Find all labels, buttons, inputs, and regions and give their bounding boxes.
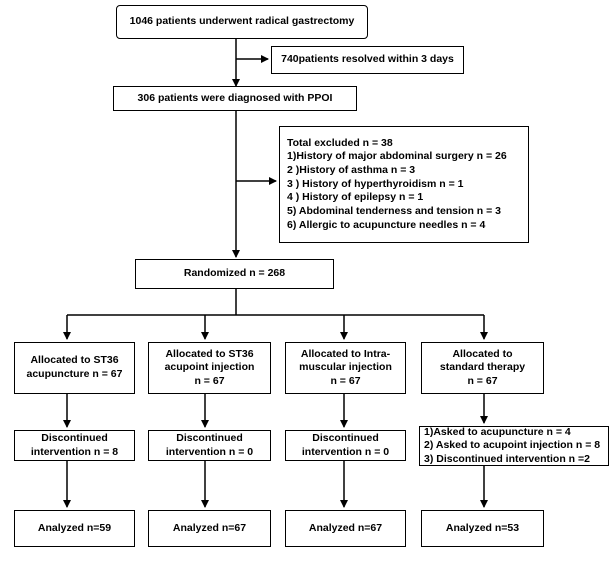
box-discontinued-arm1: Discontinued intervention n = 8 <box>14 430 135 461</box>
box-total-patients: 1046 patients underwent radical gastrect… <box>116 5 368 39</box>
total-patients-text: 1046 patients underwent radical gastrect… <box>129 15 355 28</box>
box-ppoi: 306 patients were diagnosed with PPOI <box>113 86 357 111</box>
allocated-line: Allocated to ST36 <box>30 354 119 367</box>
analyzed-text: Analyzed n=67 <box>308 521 383 534</box>
discontinued-line: Discontinued <box>176 431 243 444</box>
excluded-reason: 1)History of major abdominal surgery n =… <box>287 150 507 163</box>
randomized-text: Randomized n = 268 <box>183 267 286 280</box>
box-excluded: Total excluded n = 38 1)History of major… <box>279 126 529 243</box>
allocated-line: standard therapy <box>439 361 526 374</box>
excluded-reason: 4 ) History of epilepsy n = 1 <box>287 191 424 204</box>
analyzed-text: Analyzed n=59 <box>37 521 112 534</box>
box-analyzed-arm4: Analyzed n=53 <box>421 510 544 547</box>
allocated-line: n = 67 <box>194 374 225 387</box>
box-discontinued-arm4: 1)Asked to acupuncture n = 4 2) Asked to… <box>419 426 609 466</box>
resolved-text: 740patients resolved within 3 days <box>281 53 454 66</box>
allocated-line: muscular injection <box>299 361 392 374</box>
excluded-reason: 3 ) History of hyperthyroidism n = 1 <box>287 177 464 190</box>
discontinued-line: Discontinued <box>41 431 108 444</box>
analyzed-text: Analyzed n=53 <box>445 521 520 534</box>
allocated-line: Allocated to ST36 <box>165 347 254 360</box>
allocated-line: acupoint injection <box>164 361 255 374</box>
box-allocated-arm2: Allocated to ST36 acupoint injection n =… <box>148 342 271 394</box>
discontinued-line: intervention n = 0 <box>301 445 390 458</box>
excluded-reason: 2 )History of asthma n = 3 <box>287 164 416 177</box>
allocated-line: acupuncture n = 67 <box>26 368 123 380</box>
box-analyzed-arm2: Analyzed n=67 <box>148 510 271 547</box>
discontinued-line: 3) Discontinued intervention n =2 <box>424 452 590 465</box>
ppoi-text: 306 patients were diagnosed with PPOI <box>137 91 333 104</box>
box-randomized: Randomized n = 268 <box>135 259 334 289</box>
box-analyzed-arm3: Analyzed n=67 <box>285 510 406 547</box>
box-discontinued-arm2: Discontinued intervention n = 0 <box>148 430 271 461</box>
excluded-reason: 5) Abdominal tenderness and tension n = … <box>287 204 502 217</box>
allocated-line: n = 67 <box>467 374 498 387</box>
analyzed-text: Analyzed n=67 <box>172 521 247 534</box>
box-allocated-arm4: Allocated to standard therapy n = 67 <box>421 342 544 394</box>
discontinued-line: 2) Asked to acupoint injection n = 8 <box>424 439 601 452</box>
box-allocated-arm1: Allocated to ST36 acupuncture n = 67 <box>14 342 135 394</box>
excluded-total: Total excluded n = 38 <box>287 136 393 149</box>
discontinued-line: Discontinued <box>312 431 379 444</box>
discontinued-line: intervention n = 8 <box>30 445 119 458</box>
discontinued-line: intervention n = 0 <box>165 445 254 458</box>
box-allocated-arm3: Allocated to Intra- muscular injection n… <box>285 342 406 394</box>
box-resolved: 740patients resolved within 3 days <box>271 46 464 74</box>
allocated-line: Allocated to <box>452 347 513 360</box>
box-analyzed-arm1: Analyzed n=59 <box>14 510 135 547</box>
allocated-line: n = 67 <box>330 374 361 387</box>
excluded-reason: 6) Allergic to acupuncture needles n = 4 <box>287 218 486 231</box>
box-discontinued-arm3: Discontinued intervention n = 0 <box>285 430 406 461</box>
allocated-line: Allocated to Intra- <box>300 347 391 360</box>
discontinued-line: 1)Asked to acupuncture n = 4 <box>424 425 571 438</box>
